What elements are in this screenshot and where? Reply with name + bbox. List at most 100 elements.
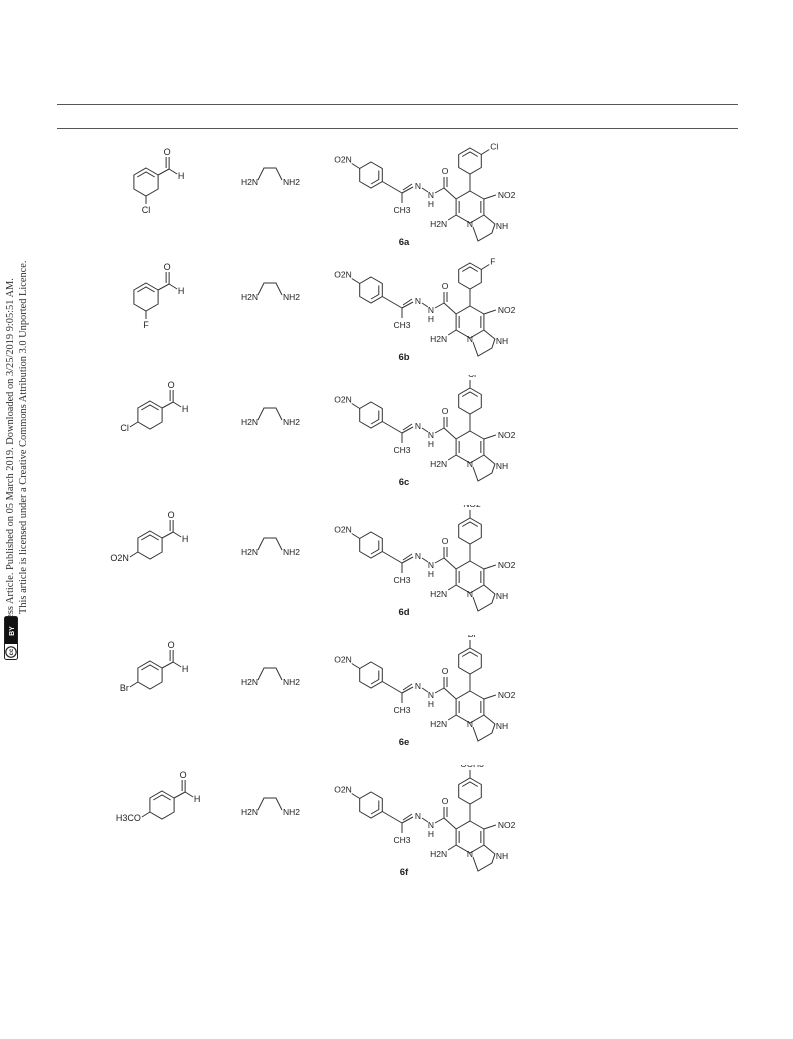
- ring-nh-label: NH: [496, 851, 508, 861]
- ring-nitro-label: NO2: [498, 430, 516, 440]
- amino-label: H2N: [430, 719, 447, 729]
- ring-nh-label: NH: [496, 591, 508, 601]
- scheme-row-6f: O H H3CO H2N NH2: [0, 759, 793, 895]
- carbonyl-oxygen-label: O: [442, 406, 449, 416]
- amino-label: H2N: [430, 589, 447, 599]
- hydrazone-nh-label: N: [428, 690, 434, 700]
- hydrazone-n-label: N: [415, 551, 421, 561]
- product-structure: [351, 262, 497, 357]
- hydrazone-h-label: H: [428, 439, 434, 449]
- diamine-right-label: NH2: [283, 807, 300, 817]
- ring-nh-label: NH: [496, 221, 508, 231]
- amino-label: H2N: [430, 459, 447, 469]
- diamine-right-label: NH2: [283, 547, 300, 557]
- carbonyl-oxygen-label: O: [442, 796, 449, 806]
- diamine-left-label: H2N: [241, 417, 258, 427]
- hydrazone-nh-label: N: [428, 305, 434, 315]
- aldehyde-structure: [129, 650, 182, 690]
- methyl-label: CH3: [393, 705, 410, 715]
- diamine-left-label: H2N: [241, 177, 258, 187]
- product-aryl-nitro-label: O2N: [334, 155, 351, 165]
- product-substituent-label: OCH3: [460, 765, 484, 769]
- methyl-label: CH3: [393, 205, 410, 215]
- ring-n-label: N: [467, 719, 473, 729]
- aldehyde-structure: [141, 780, 194, 820]
- methyl-label: CH3: [393, 445, 410, 455]
- aldehyde-hydrogen-label: H: [182, 404, 189, 414]
- product-aryl-nitro-label: O2N: [334, 395, 351, 405]
- diamine-right-label: NH2: [283, 177, 300, 187]
- diamine-left-label: H2N: [241, 677, 258, 687]
- hydrazone-h-label: H: [428, 199, 434, 209]
- aldehyde-structure: [133, 272, 178, 319]
- ring-nitro-label: NO2: [498, 690, 516, 700]
- table-header-rule: [57, 128, 738, 129]
- hydrazone-h-label: H: [428, 829, 434, 839]
- carbonyl-oxygen-label: O: [442, 166, 449, 176]
- scheme-row-drawing: O H F H2N NH2: [133, 257, 516, 363]
- hydrazone-h-label: H: [428, 569, 434, 579]
- scheme-row-drawing: O H O2N H2N NH2: [110, 499, 516, 618]
- product-substituent-label: Br: [468, 635, 477, 639]
- scheme-row-6a: O H Cl H2N NH2: [0, 135, 793, 265]
- compound-label: 6a: [399, 237, 410, 248]
- hydrazone-n-label: N: [415, 296, 421, 306]
- table-top-rule: [57, 104, 738, 105]
- scheme-row-6d: O H O2N H2N NH2: [0, 499, 793, 635]
- product-aryl-nitro-label: O2N: [334, 785, 351, 795]
- by-badge-text: BY: [9, 626, 16, 636]
- cc-by-badge-icon[interactable]: cc BY: [4, 616, 30, 660]
- product-structure: [351, 380, 497, 482]
- aldehyde-substituent-label: Br: [120, 683, 129, 693]
- ring-nitro-label: NO2: [498, 560, 516, 570]
- hydrazone-h-label: H: [428, 314, 434, 324]
- compound-label: 6b: [398, 352, 409, 363]
- scheme-row-drawing: O H Cl H2N NH2: [133, 142, 516, 248]
- aldehyde-substituent-label: F: [143, 320, 149, 330]
- carbonyl-oxygen-label: O: [442, 281, 449, 291]
- scheme-row-6b: O H F H2N NH2: [0, 250, 793, 380]
- amino-label: H2N: [430, 219, 447, 229]
- product-substituent-label: NO2: [463, 505, 481, 509]
- methyl-label: CH3: [393, 835, 410, 845]
- aldehyde-structure: [133, 157, 178, 204]
- aldehyde-hydrogen-label: H: [178, 171, 185, 181]
- product-structure: [351, 770, 497, 872]
- product-structure: [351, 147, 497, 242]
- aldehyde-substituent-label: Cl: [142, 205, 151, 215]
- scheme-row-6e: O H Br H2N NH2: [0, 629, 793, 765]
- ring-n-label: N: [467, 849, 473, 859]
- diamine-right-label: NH2: [283, 417, 300, 427]
- product-structure: [351, 640, 497, 742]
- product-aryl-nitro-label: O2N: [334, 270, 351, 280]
- aldehyde-substituent-label: Cl: [120, 423, 129, 433]
- aldehyde-structure: [129, 390, 182, 430]
- aldehyde-oxygen-label: O: [180, 770, 187, 780]
- diamine-left-label: H2N: [241, 547, 258, 557]
- diamine-left-label: H2N: [241, 292, 258, 302]
- ring-n-label: N: [467, 219, 473, 229]
- cc-badge-text: cc: [9, 648, 15, 655]
- methyl-label: CH3: [393, 320, 410, 330]
- aldehyde-hydrogen-label: H: [194, 794, 201, 804]
- scheme-row-6c: O H Cl H2N NH2: [0, 369, 793, 505]
- aldehyde-oxygen-label: O: [164, 147, 171, 157]
- ethylenediamine-structure: [257, 167, 283, 181]
- ethylenediamine-structure: [257, 282, 283, 296]
- compound-label: 6c: [399, 477, 410, 488]
- hydrazone-n-label: N: [415, 681, 421, 691]
- carbonyl-oxygen-label: O: [442, 666, 449, 676]
- ring-n-label: N: [467, 334, 473, 344]
- ethylenediamine-structure: [257, 407, 283, 421]
- aldehyde-oxygen-label: O: [168, 380, 175, 390]
- compound-label: 6f: [400, 867, 409, 878]
- product-aryl-nitro-label: O2N: [334, 525, 351, 535]
- aldehyde-hydrogen-label: H: [182, 534, 189, 544]
- aldehyde-hydrogen-label: H: [178, 286, 185, 296]
- aldehyde-substituent-label: O2N: [110, 553, 129, 563]
- ring-n-label: N: [467, 589, 473, 599]
- hydrazone-n-label: N: [415, 181, 421, 191]
- amino-label: H2N: [430, 334, 447, 344]
- product-substituent-label: Cl: [490, 142, 498, 152]
- hydrazone-n-label: N: [415, 811, 421, 821]
